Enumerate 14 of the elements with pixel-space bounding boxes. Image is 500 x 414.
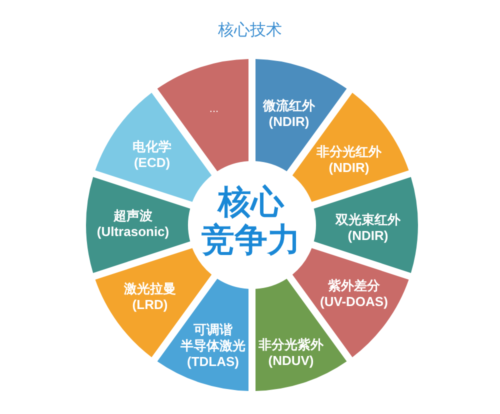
segment-label: 双光束红外 (NDIR): [336, 212, 400, 244]
hub-label: 核心竞争力: [201, 183, 301, 259]
segment-label: ...: [209, 102, 219, 117]
title: 核心技术: [218, 21, 282, 41]
segment-label: 激光拉曼 (LRD): [124, 281, 176, 313]
segment-label: 微流红外 (NDIR): [263, 98, 315, 130]
segment-label: 非分光紫外 (NDUV): [258, 337, 324, 369]
segment-label: 超声波 (Ultrasonic): [96, 208, 170, 240]
segment-label: 非分光红外 (NDIR): [316, 144, 382, 176]
segment-label: 可调谐半导体激光 (TDLAS): [180, 322, 246, 370]
ring-segment: [86, 177, 191, 273]
segment-label: 电化学 (ECD): [132, 139, 172, 171]
segment-label: 紫外差分 (UV-DOAS): [319, 278, 389, 310]
ring-segment: [95, 92, 212, 202]
